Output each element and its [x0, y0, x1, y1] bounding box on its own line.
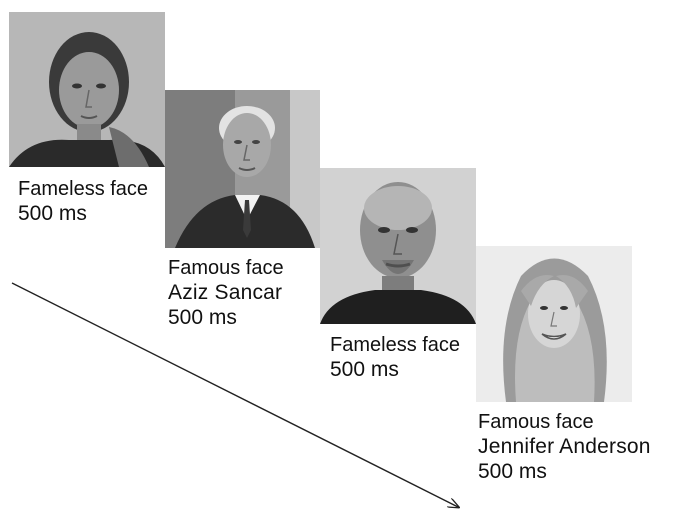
duration-label: 500 ms [478, 460, 547, 484]
caption-trial-4: Famous face Jennifer Anderson 500 ms [478, 410, 651, 484]
face-photo-icon [165, 90, 320, 248]
photo-famous-face-2 [476, 246, 632, 402]
famous-person-name: Aziz Sancar [168, 281, 283, 304]
duration-label: 500 ms [330, 358, 399, 381]
caption-trial-1: Fameless face 500 ms [18, 177, 148, 226]
face-type-label: Fameless face [330, 334, 461, 356]
caption-trial-2: Famous face Aziz Sancar 500 ms [168, 256, 284, 330]
arrow-line [11, 282, 458, 507]
duration-label: 500 ms [18, 202, 87, 225]
face-type-label: Fameless face [18, 178, 149, 200]
photo-fameless-face-2 [320, 168, 476, 324]
face-photo-icon [320, 168, 476, 324]
photo-fameless-face-1 [9, 12, 165, 167]
face-photo-icon [476, 246, 632, 402]
photo-famous-face-1 [165, 90, 320, 248]
face-type-label: Famous face [478, 411, 594, 433]
duration-label: 500 ms [168, 306, 237, 330]
caption-trial-3: Fameless face 500 ms [330, 333, 460, 382]
face-photo-icon [9, 12, 165, 167]
famous-person-name: Jennifer Anderson [478, 435, 651, 458]
face-type-label: Famous face [168, 257, 284, 279]
